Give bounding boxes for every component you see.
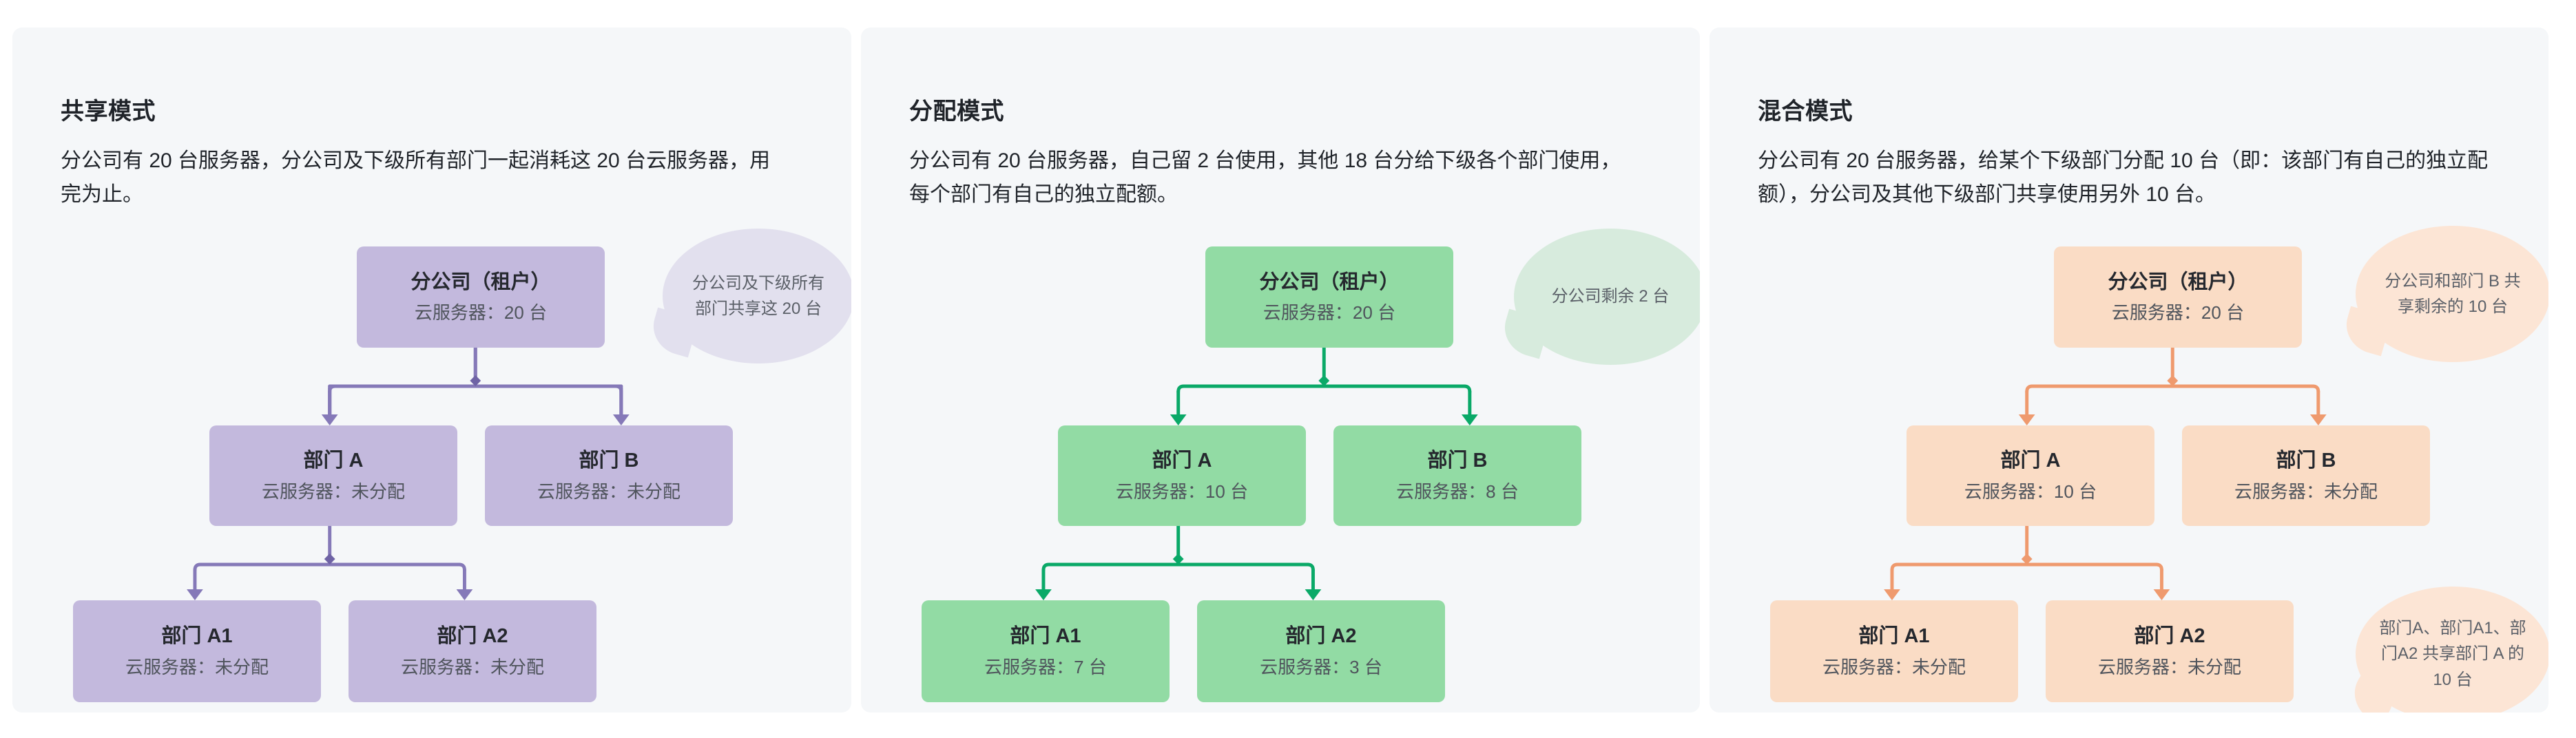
callout-bubble-root-hybrid: 分公司和部门 B 共享剩余的 10 台 bbox=[2356, 226, 2548, 362]
callout-text: 部门A、部门A1、部门A2 共享部门 A 的 10 台 bbox=[2379, 619, 2526, 689]
node-subtitle: 云服务器：3 台 bbox=[1260, 656, 1382, 677]
node-dept-a2-allocation[interactable]: 部门 A2 云服务器：3 台 bbox=[1197, 600, 1445, 702]
node-root-allocation[interactable]: 分公司（租户） 云服务器：20 台 bbox=[1205, 246, 1453, 348]
node-subtitle: 云服务器：10 台 bbox=[1964, 481, 2097, 502]
callout-bubble-root-allocation: 分公司剩余 2 台 bbox=[1514, 229, 1700, 365]
panel-description-allocation: 分公司有 20 台服务器，自己留 2 台使用，其他 18 台分给下级各个部门使用… bbox=[909, 149, 1621, 206]
callout-bubble-root-shared: 分公司及下级所有部门共享这 20 台 bbox=[663, 229, 851, 363]
node-subtitle: 云服务器：10 台 bbox=[1115, 481, 1249, 502]
node-dept-a-hybrid[interactable]: 部门 A 云服务器：10 台 bbox=[1907, 425, 2154, 526]
node-dept-b-hybrid[interactable]: 部门 B 云服务器：未分配 bbox=[2182, 425, 2430, 526]
node-subtitle: 云服务器：20 台 bbox=[414, 302, 548, 324]
panel-description-shared: 分公司有 20 台服务器，分公司及下级所有部门一起消耗这 20 台云服务器，用完… bbox=[61, 149, 771, 206]
node-dept-a1-shared[interactable]: 部门 A1 云服务器：未分配 bbox=[73, 600, 321, 702]
node-title: 部门 A bbox=[303, 450, 364, 472]
panel-title-allocation: 分配模式 bbox=[909, 98, 1004, 125]
node-title: 部门 A2 bbox=[1285, 625, 1357, 647]
panel-title-hybrid: 混合模式 bbox=[1758, 98, 1853, 125]
node-root-shared[interactable]: 分公司（租户） 云服务器：20 台 bbox=[357, 246, 605, 348]
node-dept-b-shared[interactable]: 部门 B 云服务器：未分配 bbox=[485, 425, 733, 526]
callout-text: 分公司及下级所有部门共享这 20 台 bbox=[692, 273, 824, 318]
node-subtitle: 云服务器：未分配 bbox=[537, 481, 681, 502]
node-subtitle: 云服务器：7 台 bbox=[984, 656, 1107, 677]
node-title: 部门 A1 bbox=[161, 625, 233, 647]
panel-hybrid-mode: 混合模式 分公司有 20 台服务器，给某个下级部门分配 10 台（即：该部门有自… bbox=[1710, 28, 2548, 713]
node-title: 部门 A1 bbox=[1858, 625, 1930, 647]
node-subtitle: 云服务器：20 台 bbox=[2111, 302, 2245, 324]
node-title: 分公司（租户） bbox=[2108, 271, 2248, 293]
panel-description-hybrid: 分公司有 20 台服务器，给某个下级部门分配 10 台（即：该部门有自己的独立配… bbox=[1758, 149, 2489, 206]
panel-shared-mode: 共享模式 分公司有 20 台服务器，分公司及下级所有部门一起消耗这 20 台云服… bbox=[12, 28, 851, 713]
node-root-hybrid[interactable]: 分公司（租户） 云服务器：20 台 bbox=[2054, 246, 2302, 348]
node-subtitle: 云服务器：未分配 bbox=[2234, 481, 2378, 502]
node-title: 部门 B bbox=[2276, 450, 2336, 472]
node-dept-a-shared[interactable]: 部门 A 云服务器：未分配 bbox=[209, 425, 457, 526]
node-dept-a1-hybrid[interactable]: 部门 A1 云服务器：未分配 bbox=[1770, 600, 2018, 702]
node-subtitle: 云服务器：未分配 bbox=[2097, 656, 2241, 677]
node-subtitle: 云服务器：未分配 bbox=[261, 481, 405, 502]
callout-text: 分公司和部门 B 共享剩余的 10 台 bbox=[2385, 271, 2521, 316]
node-subtitle: 云服务器：未分配 bbox=[125, 656, 269, 677]
node-title: 分公司（租户） bbox=[1259, 271, 1400, 293]
node-title: 部门 A2 bbox=[2134, 625, 2205, 647]
node-title: 分公司（租户） bbox=[411, 271, 551, 293]
node-title: 部门 A2 bbox=[437, 625, 508, 647]
node-subtitle: 云服务器：未分配 bbox=[400, 656, 544, 677]
node-title: 部门 B bbox=[579, 450, 639, 472]
panel-allocation-mode: 分配模式 分公司有 20 台服务器，自己留 2 台使用，其他 18 台分给下级各… bbox=[861, 28, 1700, 713]
node-dept-a1-allocation[interactable]: 部门 A1 云服务器：7 台 bbox=[922, 600, 1170, 702]
panel-title-shared: 共享模式 bbox=[61, 98, 156, 125]
node-subtitle: 云服务器：8 台 bbox=[1396, 481, 1519, 502]
callout-text: 分公司剩余 2 台 bbox=[1551, 287, 1670, 306]
node-subtitle: 云服务器：20 台 bbox=[1263, 302, 1396, 324]
node-dept-a2-shared[interactable]: 部门 A2 云服务器：未分配 bbox=[349, 600, 596, 702]
node-dept-a-allocation[interactable]: 部门 A 云服务器：10 台 bbox=[1058, 425, 1306, 526]
node-dept-a2-hybrid[interactable]: 部门 A2 云服务器：未分配 bbox=[2046, 600, 2294, 702]
node-subtitle: 云服务器：未分配 bbox=[1822, 656, 1966, 677]
callout-bubble-lower-hybrid: 部门A、部门A1、部门A2 共享部门 A 的 10 台 bbox=[2356, 587, 2548, 713]
node-dept-b-allocation[interactable]: 部门 B 云服务器：8 台 bbox=[1333, 425, 1581, 526]
node-title: 部门 B bbox=[1427, 450, 1488, 472]
node-title: 部门 A bbox=[2000, 450, 2061, 472]
node-title: 部门 A1 bbox=[1010, 625, 1081, 647]
node-title: 部门 A bbox=[1152, 450, 1212, 472]
